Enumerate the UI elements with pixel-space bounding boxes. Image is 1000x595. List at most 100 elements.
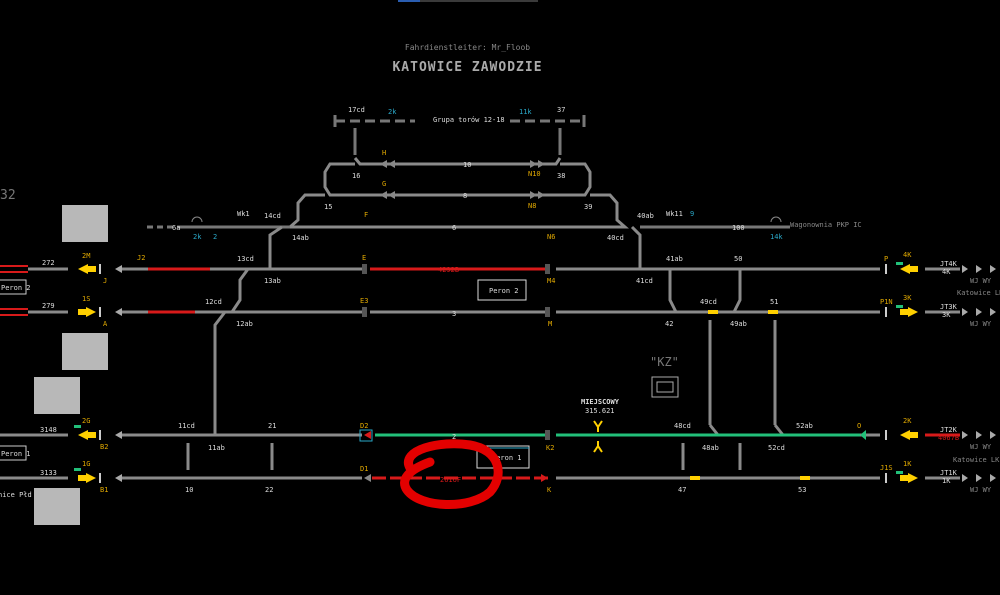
track-JT4K[interactable]: JT4K: [940, 260, 958, 268]
switch-37[interactable]: 37: [557, 106, 565, 114]
switch-11ab[interactable]: 11ab: [208, 444, 225, 452]
track-3K[interactable]: 3K: [942, 311, 951, 319]
track-JT2K[interactable]: JT2K: [940, 426, 958, 434]
switch-13cd[interactable]: 13cd: [237, 255, 254, 263]
track-3148[interactable]: 3148: [40, 426, 57, 434]
signal-K2[interactable]: K2: [546, 444, 554, 452]
track-4K[interactable]: 4K: [942, 268, 951, 276]
peron1-left-label: Peron 1: [1, 450, 31, 458]
switch-50[interactable]: 50: [734, 255, 742, 263]
signal-P[interactable]: P: [884, 255, 888, 263]
switch-48cd[interactable]: 48cd: [674, 422, 691, 430]
wagonownia-label: Wagonownia PKP IC: [790, 221, 862, 229]
red-annotation-circle: [400, 439, 503, 509]
signal-1K[interactable]: 1K: [903, 460, 912, 468]
track-6[interactable]: 6: [452, 224, 456, 232]
signal-O[interactable]: O: [857, 422, 861, 430]
signal-H[interactable]: H: [382, 149, 386, 157]
signal-2M[interactable]: 2M: [82, 252, 90, 260]
track-JT1K[interactable]: JT1K: [940, 469, 958, 477]
track-JT3K[interactable]: JT3K: [940, 303, 958, 311]
switch-10[interactable]: 10: [185, 486, 193, 494]
signal-F[interactable]: F: [364, 211, 368, 219]
switch-47[interactable]: 47: [678, 486, 686, 494]
switch-14ab[interactable]: 14ab: [292, 234, 309, 242]
switch-52cd[interactable]: 52cd: [768, 444, 785, 452]
signal-N10[interactable]: N10: [528, 170, 541, 178]
grey-block-2: [62, 333, 108, 370]
switch-21[interactable]: 21: [268, 422, 276, 430]
switch-41ab[interactable]: 41ab: [666, 255, 683, 263]
switch-11cd[interactable]: 11cd: [178, 422, 195, 430]
signal-K[interactable]: K: [547, 486, 552, 494]
switch-40ab[interactable]: 40ab: [637, 212, 654, 220]
switch-6a[interactable]: 6a: [172, 224, 180, 232]
signal-M4[interactable]: M4: [547, 277, 555, 285]
signal-1S[interactable]: 1S: [82, 295, 90, 303]
signal-N6[interactable]: N6: [547, 233, 555, 241]
track-10[interactable]: 10: [463, 161, 471, 169]
track-1K[interactable]: 1K: [942, 477, 951, 485]
signal-D2[interactable]: D2: [360, 422, 368, 430]
switch-49ab[interactable]: 49ab: [730, 320, 747, 328]
signal-J[interactable]: J: [103, 277, 107, 285]
track-279[interactable]: 279: [42, 302, 55, 310]
left-signal-arrows: [78, 264, 96, 483]
top-indicator-bar: [398, 0, 538, 2]
track-3[interactable]: 3: [452, 310, 456, 318]
signal-4K[interactable]: 4K: [903, 251, 912, 259]
switch-48ab[interactable]: 48ab: [702, 444, 719, 452]
switch-40cd[interactable]: 40cd: [607, 234, 624, 242]
switch-39[interactable]: 39: [584, 203, 592, 211]
switch-12cd[interactable]: 12cd: [205, 298, 222, 306]
switch-38[interactable]: 38: [557, 172, 565, 180]
signal-2G[interactable]: 2G: [82, 417, 90, 425]
signal-A[interactable]: A: [103, 320, 108, 328]
track-2[interactable]: 2: [452, 433, 456, 441]
track-272[interactable]: 272: [42, 259, 55, 267]
signal-D1[interactable]: D1: [360, 465, 368, 473]
signal-E3[interactable]: E3: [360, 297, 368, 305]
signal-J1S[interactable]: J1S: [880, 464, 893, 472]
peron1-label: Peron 1: [492, 454, 522, 462]
switch-13ab[interactable]: 13ab: [264, 277, 281, 285]
signal-G[interactable]: G: [382, 180, 386, 188]
signal-Wk11[interactable]: Wk11: [666, 210, 683, 218]
signal-M[interactable]: M: [548, 320, 552, 328]
signal-3K[interactable]: 3K: [903, 294, 912, 302]
peron2-left-label: Peron 2: [1, 284, 31, 292]
track-8[interactable]: 8: [463, 192, 467, 200]
signal-N8[interactable]: N8: [528, 202, 536, 210]
track-2616F[interactable]: 2616F: [440, 476, 461, 484]
switch-42[interactable]: 42: [665, 320, 673, 328]
signal-Wk1[interactable]: Wk1: [237, 210, 250, 218]
track-4067B[interactable]: 4067B: [938, 434, 959, 442]
signal-E[interactable]: E: [362, 254, 366, 262]
signal-J2[interactable]: J2: [137, 254, 145, 262]
signal-1G[interactable]: 1G: [82, 460, 90, 468]
switch-14cd[interactable]: 14cd: [264, 212, 281, 220]
wj-wy-1: WJ WY: [970, 486, 992, 494]
switch-53[interactable]: 53: [798, 486, 806, 494]
signal-B2[interactable]: B2: [100, 443, 108, 451]
local-control-title: MIEJSCOWY: [581, 398, 620, 406]
signal-B1[interactable]: B1: [100, 486, 108, 494]
right-destination-1: Katowice LK 138: [957, 289, 1000, 297]
switch-22[interactable]: 22: [265, 486, 273, 494]
switch-12ab[interactable]: 12ab: [236, 320, 253, 328]
signal-2K[interactable]: 2K: [903, 417, 912, 425]
switch-16[interactable]: 16: [352, 172, 360, 180]
switch-51[interactable]: 51: [770, 298, 778, 306]
track-4292B[interactable]: 4292B: [438, 266, 459, 274]
track-100[interactable]: 100: [732, 224, 745, 232]
left-destination: nice Płd: [0, 491, 32, 499]
track-3133[interactable]: 3133: [40, 469, 57, 477]
switch-49cd[interactable]: 49cd: [700, 298, 717, 306]
switch-15[interactable]: 15: [324, 203, 332, 211]
switch-17cd[interactable]: 17cd: [348, 106, 365, 114]
signal-P1N[interactable]: P1N: [880, 298, 893, 306]
switch-52ab[interactable]: 52ab: [796, 422, 813, 430]
switch-41cd[interactable]: 41cd: [636, 277, 653, 285]
station-code: "KZ": [650, 355, 679, 369]
